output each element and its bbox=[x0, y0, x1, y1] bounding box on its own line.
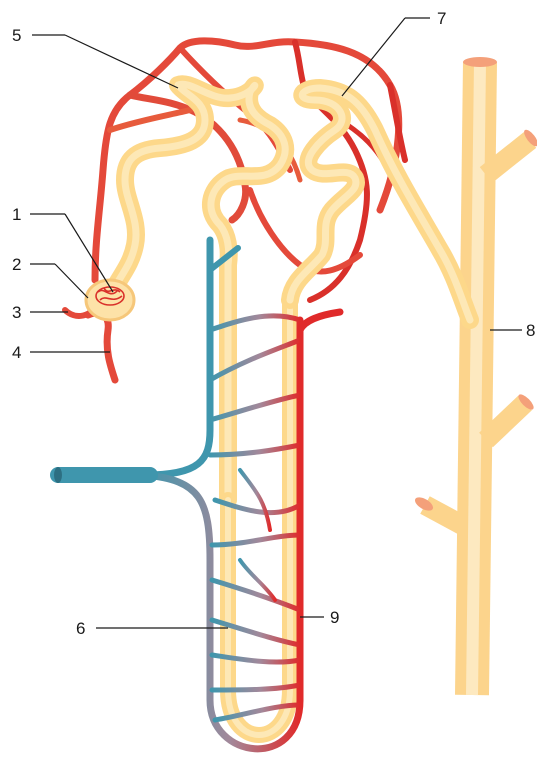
glomerulus-group bbox=[65, 280, 134, 380]
svg-text:3: 3 bbox=[12, 303, 21, 322]
label-6: 6 bbox=[76, 619, 228, 638]
label-4: 4 bbox=[12, 343, 110, 362]
svg-text:8: 8 bbox=[526, 321, 535, 340]
label-3: 3 bbox=[12, 303, 68, 322]
collecting-duct bbox=[413, 57, 537, 695]
svg-text:6: 6 bbox=[76, 619, 85, 638]
svg-text:4: 4 bbox=[12, 343, 21, 362]
label-2: 2 bbox=[12, 255, 88, 298]
svg-text:2: 2 bbox=[12, 255, 21, 274]
renal-tubule-convoluted bbox=[110, 84, 285, 500]
label-8: 8 bbox=[490, 321, 535, 340]
svg-text:1: 1 bbox=[12, 205, 21, 224]
svg-text:5: 5 bbox=[12, 26, 21, 45]
svg-text:9: 9 bbox=[330, 608, 339, 627]
svg-text:7: 7 bbox=[437, 9, 446, 28]
label-9: 9 bbox=[300, 608, 339, 627]
